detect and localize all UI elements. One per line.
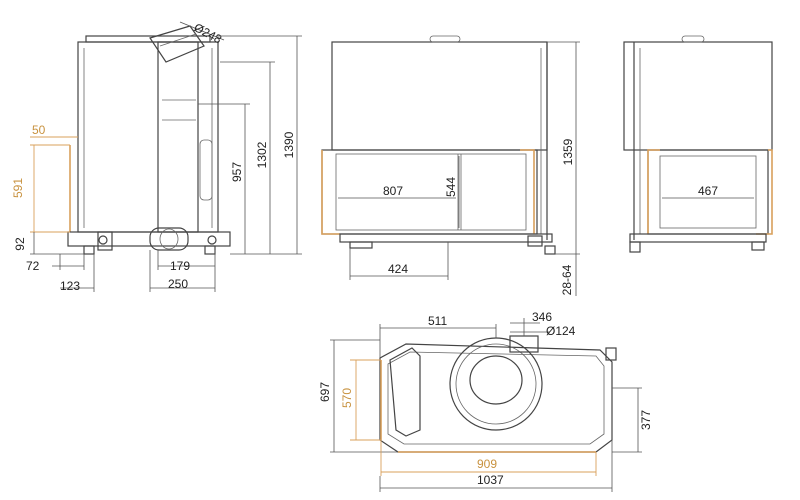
dim-top-570: 570: [340, 388, 354, 408]
dim-front-544: 544: [444, 177, 458, 197]
front-base: [339, 233, 553, 243]
dim-top-697: 697: [318, 382, 332, 402]
side-air-inlet: [149, 227, 189, 251]
dim-top-377: 377: [639, 410, 653, 430]
dim-side-offset-50: 50: [32, 123, 46, 137]
top-view: 511 346 Ø124 697 570 377 909 1037: [318, 310, 653, 492]
dim-side-72: 72: [26, 259, 40, 273]
dim-side-123: 123: [60, 279, 80, 293]
dim-side-height-1302: 1302: [255, 141, 269, 168]
right-hood: [623, 41, 773, 151]
dim-top-909: 909: [477, 457, 497, 471]
front-hood: [331, 41, 548, 151]
dim-side-92: 92: [13, 237, 27, 251]
dim-side-height-957: 957: [230, 162, 244, 182]
dim-front-1359: 1359: [561, 138, 575, 165]
dim-side-flue-diameter: Ø248: [192, 20, 225, 46]
top-body-outline: [379, 343, 613, 453]
front-glass-left: [321, 150, 340, 235]
side-base: [67, 231, 231, 247]
right-glass-right: [756, 149, 773, 235]
dim-top-511: 511: [428, 314, 447, 328]
front-view: 807 544 424 1359 28-64: [321, 35, 580, 296]
dim-top-346: 346: [532, 310, 552, 324]
dim-top-inlet-diameter: Ø124: [546, 324, 576, 338]
side-body-outline: [77, 41, 219, 233]
side-flue-channel: [157, 41, 199, 233]
dim-side-glass-591: 591: [11, 178, 25, 198]
dim-side-179: 179: [170, 259, 190, 273]
right-view: 467: [623, 35, 773, 253]
front-firebox: [321, 149, 538, 235]
top-air-inlet: [509, 335, 539, 353]
side-view: Ø248 1390 1302 957 50 591 92 72: [11, 20, 302, 293]
right-base: [629, 233, 767, 243]
dim-right-467: 467: [698, 184, 718, 198]
dim-top-1037: 1037: [477, 473, 504, 487]
right-glass-left: [647, 149, 660, 234]
dim-front-807: 807: [383, 184, 403, 198]
dim-front-28-64: 28-64: [560, 264, 574, 295]
front-glass-right: [520, 149, 535, 234]
dim-front-424: 424: [388, 262, 408, 276]
dim-side-250: 250: [168, 277, 188, 291]
side-flue-collar: [149, 25, 205, 63]
dim-side-height-1390: 1390: [282, 131, 296, 158]
